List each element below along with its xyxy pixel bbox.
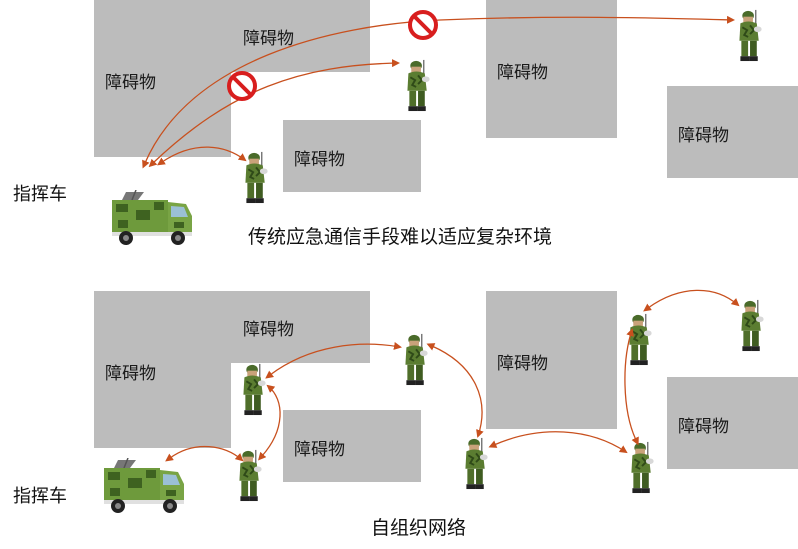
obstacle-bottom-far-right [667,377,798,469]
mesh-link [165,445,244,462]
no-entry-icon [227,71,257,101]
link-vehicle-to-mid-soldier [148,59,400,168]
mesh-link [258,384,281,461]
obstacle-label: 障碍物 [243,320,294,340]
mesh-link [426,343,484,438]
obstacle-bottom-center [283,410,421,482]
mesh-link [643,289,740,312]
obstacle-label: 障碍物 [105,364,156,384]
bottom-caption: 自组织网络 [371,517,467,539]
obstacle-label: 障碍物 [678,417,729,437]
command-vehicle-label: 指挥车 [13,486,67,507]
mesh-link [265,342,402,379]
command-vehicle-label: 指挥车 [13,184,67,205]
obstacle-label: 障碍物 [294,440,345,460]
obstacle-label: 障碍物 [497,354,548,374]
no-entry-icon [408,10,438,40]
mesh-link [624,328,639,446]
obstacle-bottom-right-tall [486,291,617,429]
link-vehicle-to-near-soldier [157,146,247,166]
mesh-link [488,431,628,454]
top-caption: 传统应急通信手段难以适应复杂环境 [248,226,553,248]
